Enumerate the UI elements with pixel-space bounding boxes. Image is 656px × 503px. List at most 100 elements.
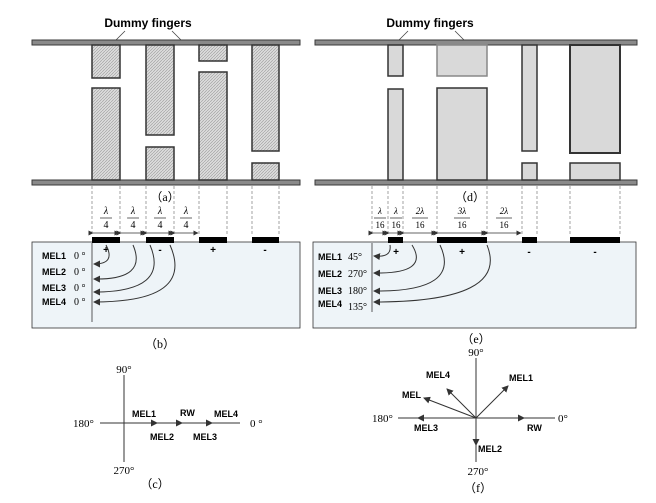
projection-lines-e xyxy=(371,186,621,235)
mel-phase: 0 ° xyxy=(74,251,86,262)
vector-label: MEL1 xyxy=(132,409,156,419)
panel-d: Dummy fingers （d） xyxy=(314,16,638,204)
spacing-num: 2λ xyxy=(416,206,425,216)
panel-d-caption: （d） xyxy=(455,190,485,204)
mel-label: MEL2 xyxy=(42,267,66,277)
dummy-finger xyxy=(387,44,404,77)
mel-phase: 180° xyxy=(348,286,367,297)
vector-label: MEL3 xyxy=(414,423,438,433)
mel-label: MEL3 xyxy=(318,286,342,296)
spacing-num: λ xyxy=(103,206,109,217)
mel-phase: 0 ° xyxy=(74,283,86,294)
mel-label: MEL3 xyxy=(42,283,66,293)
mel-label: MEL2 xyxy=(318,269,342,279)
axis-label-270: 270° xyxy=(468,466,489,478)
dummy-finger xyxy=(251,162,280,181)
electrode xyxy=(570,237,620,243)
spacing-den: 4 xyxy=(131,220,136,231)
panel-a-caption: （a） xyxy=(150,190,179,204)
mel-phase: 0 ° xyxy=(74,297,86,308)
projection-lines-b xyxy=(91,186,280,235)
vector-label: MEL2 xyxy=(150,432,174,442)
electrode xyxy=(252,237,279,243)
polarity-sign: - xyxy=(263,245,266,256)
polarity-e: + + - - xyxy=(393,247,597,258)
polarity-sign: + xyxy=(393,247,399,258)
finger xyxy=(251,44,280,152)
electrode xyxy=(92,237,120,243)
finger xyxy=(91,87,121,181)
panel-d-dummy-label: Dummy fingers xyxy=(386,16,474,30)
panel-f: 90° 270° 180° 0° MEL4 MEL1 MEL MEL3 RW M… xyxy=(372,347,568,495)
finger xyxy=(436,87,488,181)
panel-c-caption: （c） xyxy=(140,477,169,491)
pointer-line xyxy=(171,30,183,42)
dummy-finger xyxy=(521,162,538,181)
panel-f-caption: （f） xyxy=(464,481,492,495)
polarity-b: + - + - xyxy=(103,245,267,256)
axis-labels-f: 90° 270° 180° 0° xyxy=(372,347,568,478)
axis-label-0: 0° xyxy=(558,413,568,425)
vector-label: MEL4 xyxy=(426,370,450,380)
spacing-den: 16 xyxy=(500,220,510,230)
spacing-den: 4 xyxy=(184,220,189,231)
axis-label-180: 180° xyxy=(372,413,393,425)
pointer-line xyxy=(454,30,466,42)
substrate-b xyxy=(31,241,301,329)
spacing-num: λ xyxy=(377,206,382,216)
finger xyxy=(521,44,538,152)
axis-label-180: 180° xyxy=(73,418,94,430)
panel-a: Dummy fingers （a） xyxy=(31,16,301,204)
dummy-finger xyxy=(91,44,121,79)
mel-phase: 0 ° xyxy=(74,267,86,278)
vector-label: RW xyxy=(180,408,195,418)
dummy-finger xyxy=(569,162,621,181)
finger xyxy=(569,44,621,154)
vector-label: MEL3 xyxy=(193,432,217,442)
spacing-den: 4 xyxy=(104,220,109,231)
electrode xyxy=(199,237,227,243)
electrode xyxy=(146,237,174,243)
spacing-num: 2λ xyxy=(500,206,509,216)
mel-label: MEL1 xyxy=(42,251,66,261)
vector-label: MEL2 xyxy=(478,444,502,454)
pointer-line xyxy=(114,30,126,42)
panel-a-dummy-label: Dummy fingers xyxy=(104,16,192,30)
spacing-num: λ xyxy=(130,206,136,217)
electrode xyxy=(522,237,537,243)
phasor-arrows-f xyxy=(417,385,525,446)
vector-label: MEL1 xyxy=(509,373,533,383)
polarity-sign: + xyxy=(103,245,109,256)
propagation-curves-e xyxy=(373,244,491,306)
finger xyxy=(387,88,404,181)
electrode xyxy=(388,237,403,243)
spacing-den: 16 xyxy=(376,220,386,230)
vector-label: MEL xyxy=(402,390,422,400)
electrode xyxy=(437,237,487,243)
spacing-den: 4 xyxy=(158,220,163,231)
axis-label-90: 90° xyxy=(116,364,131,376)
vector-labels-f: MEL4 MEL1 MEL MEL3 RW MEL2 xyxy=(402,370,542,454)
spacing-labels-b: λ 4 λ 4 λ 4 λ 4 xyxy=(100,206,192,231)
spacing-den: 16 xyxy=(416,220,426,230)
spacing-num: λ xyxy=(157,206,163,217)
spacing-num: λ xyxy=(393,206,398,216)
mel-phase: 270° xyxy=(348,269,367,280)
spacing-den: 16 xyxy=(392,220,402,230)
panel-e: λ 16 λ 16 2λ 16 3λ 16 2λ 16 xyxy=(312,206,637,346)
mel-labels-b: MEL1 0 ° MEL2 0 ° MEL3 0 ° MEL4 0 ° xyxy=(42,251,86,308)
axis-label-270: 270° xyxy=(114,465,135,477)
panel-c: 90° 270° 180° 0 ° MEL1 RW MEL4 MEL2 MEL3… xyxy=(73,364,263,491)
polarity-sign: + xyxy=(459,247,465,258)
pointer-line xyxy=(397,30,409,42)
mel-label: MEL1 xyxy=(318,252,342,262)
spacing-num: λ xyxy=(183,206,189,217)
panel-b: λ 4 λ 4 λ 4 λ 4 + - xyxy=(31,206,301,351)
finger xyxy=(198,71,228,181)
mel-phase: 45° xyxy=(348,252,362,263)
mel-label: MEL4 xyxy=(42,297,66,307)
dummy-finger xyxy=(436,44,488,77)
spacing-num: 3λ xyxy=(457,206,467,216)
